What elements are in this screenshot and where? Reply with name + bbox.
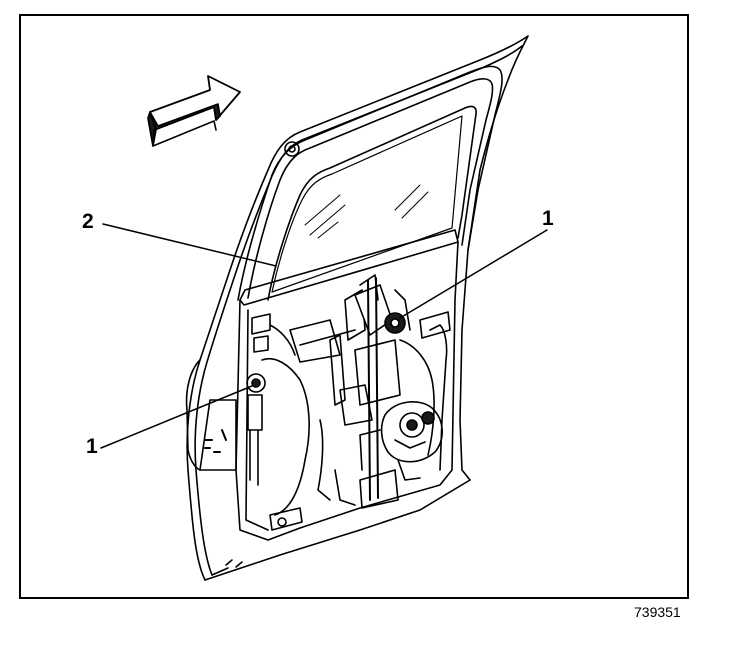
window-glass: [271, 115, 463, 293]
door-outer-shell: [185, 35, 529, 581]
direction-arrow-icon: [147, 75, 241, 147]
window-regulator: [246, 274, 411, 509]
leader-lines: [100, 223, 548, 449]
callout-1-lower: 1: [86, 435, 98, 458]
window-frame: [237, 65, 503, 301]
callout-1-upper: 1: [542, 207, 554, 230]
diagram-frame: [19, 14, 689, 599]
regulator-motor: [359, 401, 443, 481]
figure-number: 739351: [634, 604, 681, 620]
door-inner-panel: [235, 229, 459, 541]
callout-2: 2: [82, 210, 94, 233]
door-lower-panel: [225, 507, 303, 568]
